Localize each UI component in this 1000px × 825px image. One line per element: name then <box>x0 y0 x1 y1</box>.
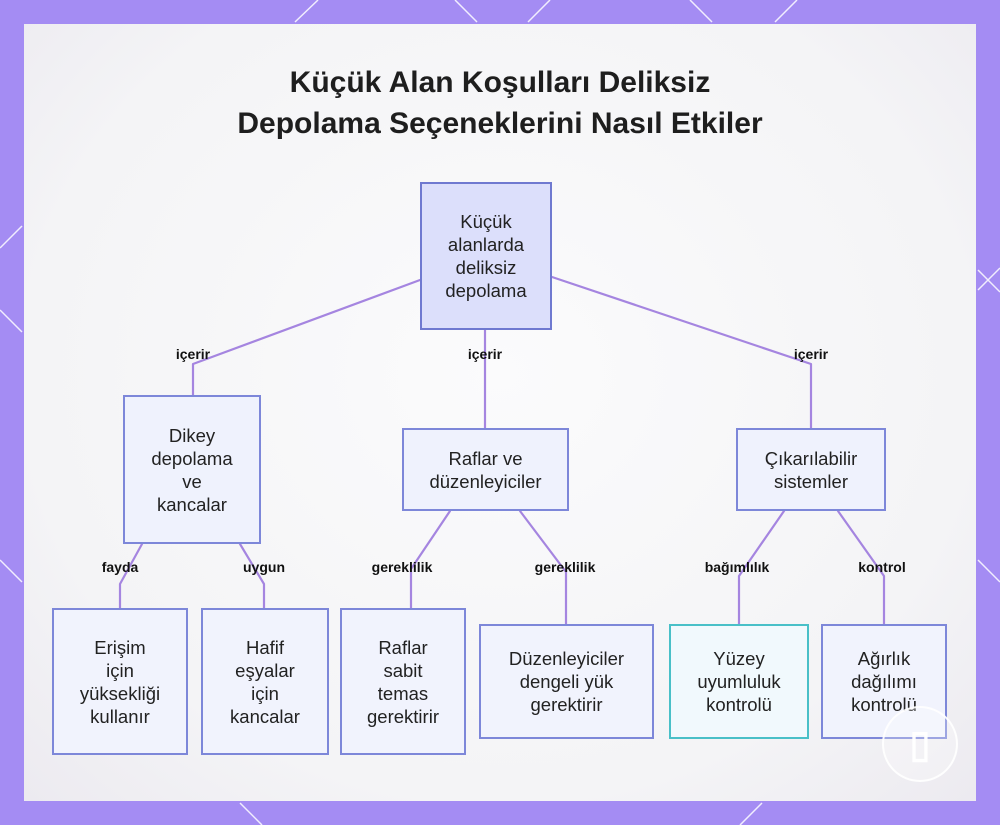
node-surface-line: kontrolü <box>706 694 772 715</box>
edge-label-root-shelves: içerir <box>467 346 503 362</box>
title-line-1: Küçük Alan Koşulları Deliksiz <box>289 66 711 99</box>
node-weight-line: Ağırlık <box>857 648 911 669</box>
node-root-line: deliksiz <box>455 257 517 278</box>
node-contact-line: temas <box>377 682 429 704</box>
node-removable-systems: Çıkarılabilir sistemler <box>736 428 886 511</box>
connector-lines <box>118 275 886 626</box>
node-vertical-storage: Dikey depolama ve kancalar <box>123 395 261 544</box>
node-weight-line: kontrolü <box>851 694 917 715</box>
node-surface-compatibility: Yüzey uyumluluk kontrolü <box>669 624 809 739</box>
node-organizers-load: Düzenleyiciler dengeli yük gerektirir <box>479 624 654 739</box>
edge-label-vertical-access: fayda <box>101 559 139 575</box>
edge-removable-weight <box>836 509 886 626</box>
node-light-line: kancalar <box>230 705 300 727</box>
diagram-card: Küçük Alan Koşulları Deliksiz Depolama S… <box>24 24 976 801</box>
node-access-height: Erişim için yüksekliği kullanır <box>52 608 188 755</box>
edge-label-root-removable: içerir <box>793 346 829 362</box>
node-weight-distribution: Ağırlık dağılımı kontrolü <box>821 624 947 739</box>
edge-label-shelves-contact: gereklilik <box>371 559 433 575</box>
node-shelves-line: düzenleyiciler <box>429 470 542 492</box>
edge-label-vertical-light: uygun <box>243 559 285 575</box>
node-access-line: yüksekliği <box>79 682 161 704</box>
edge-label-root-vertical: içerir <box>175 346 211 362</box>
node-shelves-organizers: Raflar ve düzenleyiciler <box>402 428 569 511</box>
edge-removable-surface <box>737 509 786 626</box>
node-contact-line: gerektirir <box>367 705 439 727</box>
node-weight-line: dağılımı <box>851 671 917 692</box>
node-contact-line: Raflar <box>378 636 428 658</box>
edge-label-removable-weight: kontrol <box>858 559 906 575</box>
node-vertical-line: depolama <box>151 447 233 469</box>
node-access-line: için <box>106 659 134 681</box>
node-removable-line: sistemler <box>773 470 848 492</box>
node-surface-line: uyumluluk <box>697 671 781 692</box>
node-root-line: alanlarda <box>447 234 525 255</box>
edge-root-removable <box>550 275 813 430</box>
edge-root-vertical <box>191 278 422 397</box>
node-removable-line: Çıkarılabilir <box>764 447 858 469</box>
title-line-2: Depolama Seçeneklerini Nasıl Etkiler <box>237 107 763 140</box>
node-root: Küçük alanlarda deliksiz depolama <box>420 182 552 330</box>
diagram-title: Küçük Alan Koşulları Deliksiz Depolama S… <box>24 62 976 144</box>
node-root-line: Küçük <box>460 211 512 232</box>
node-vertical-line: kancalar <box>157 493 227 515</box>
node-light-line: için <box>251 682 279 704</box>
node-load-line: Düzenleyiciler <box>508 648 625 669</box>
node-shelves-line: Raflar ve <box>448 447 523 469</box>
edge-label-removable-surface: bağımlılık <box>704 559 770 575</box>
node-vertical-line: Dikey <box>168 424 216 446</box>
node-load-line: dengeli yük <box>519 671 614 692</box>
node-contact-line: sabit <box>383 659 423 681</box>
node-load-line: gerektirir <box>530 694 603 715</box>
node-vertical-line: ve <box>182 470 202 492</box>
node-shelves-contact: Raflar sabit temas gerektirir <box>340 608 466 755</box>
node-access-line: kullanır <box>90 705 150 727</box>
node-light-items: Hafif eşyalar için kancalar <box>201 608 329 755</box>
brand-logo-icon: ▯ <box>882 706 958 782</box>
edge-shelves-contact <box>409 509 452 610</box>
node-light-line: eşyalar <box>235 659 295 681</box>
edge-shelves-load <box>518 509 568 626</box>
edge-vertical-access <box>118 542 144 610</box>
edge-label-shelves-load: gereklilik <box>534 559 596 575</box>
node-root-line: depolama <box>445 280 527 301</box>
edge-vertical-light <box>238 542 266 610</box>
node-access-line: Erişim <box>94 636 146 658</box>
node-light-line: Hafif <box>245 636 285 658</box>
node-surface-line: Yüzey <box>713 648 765 669</box>
